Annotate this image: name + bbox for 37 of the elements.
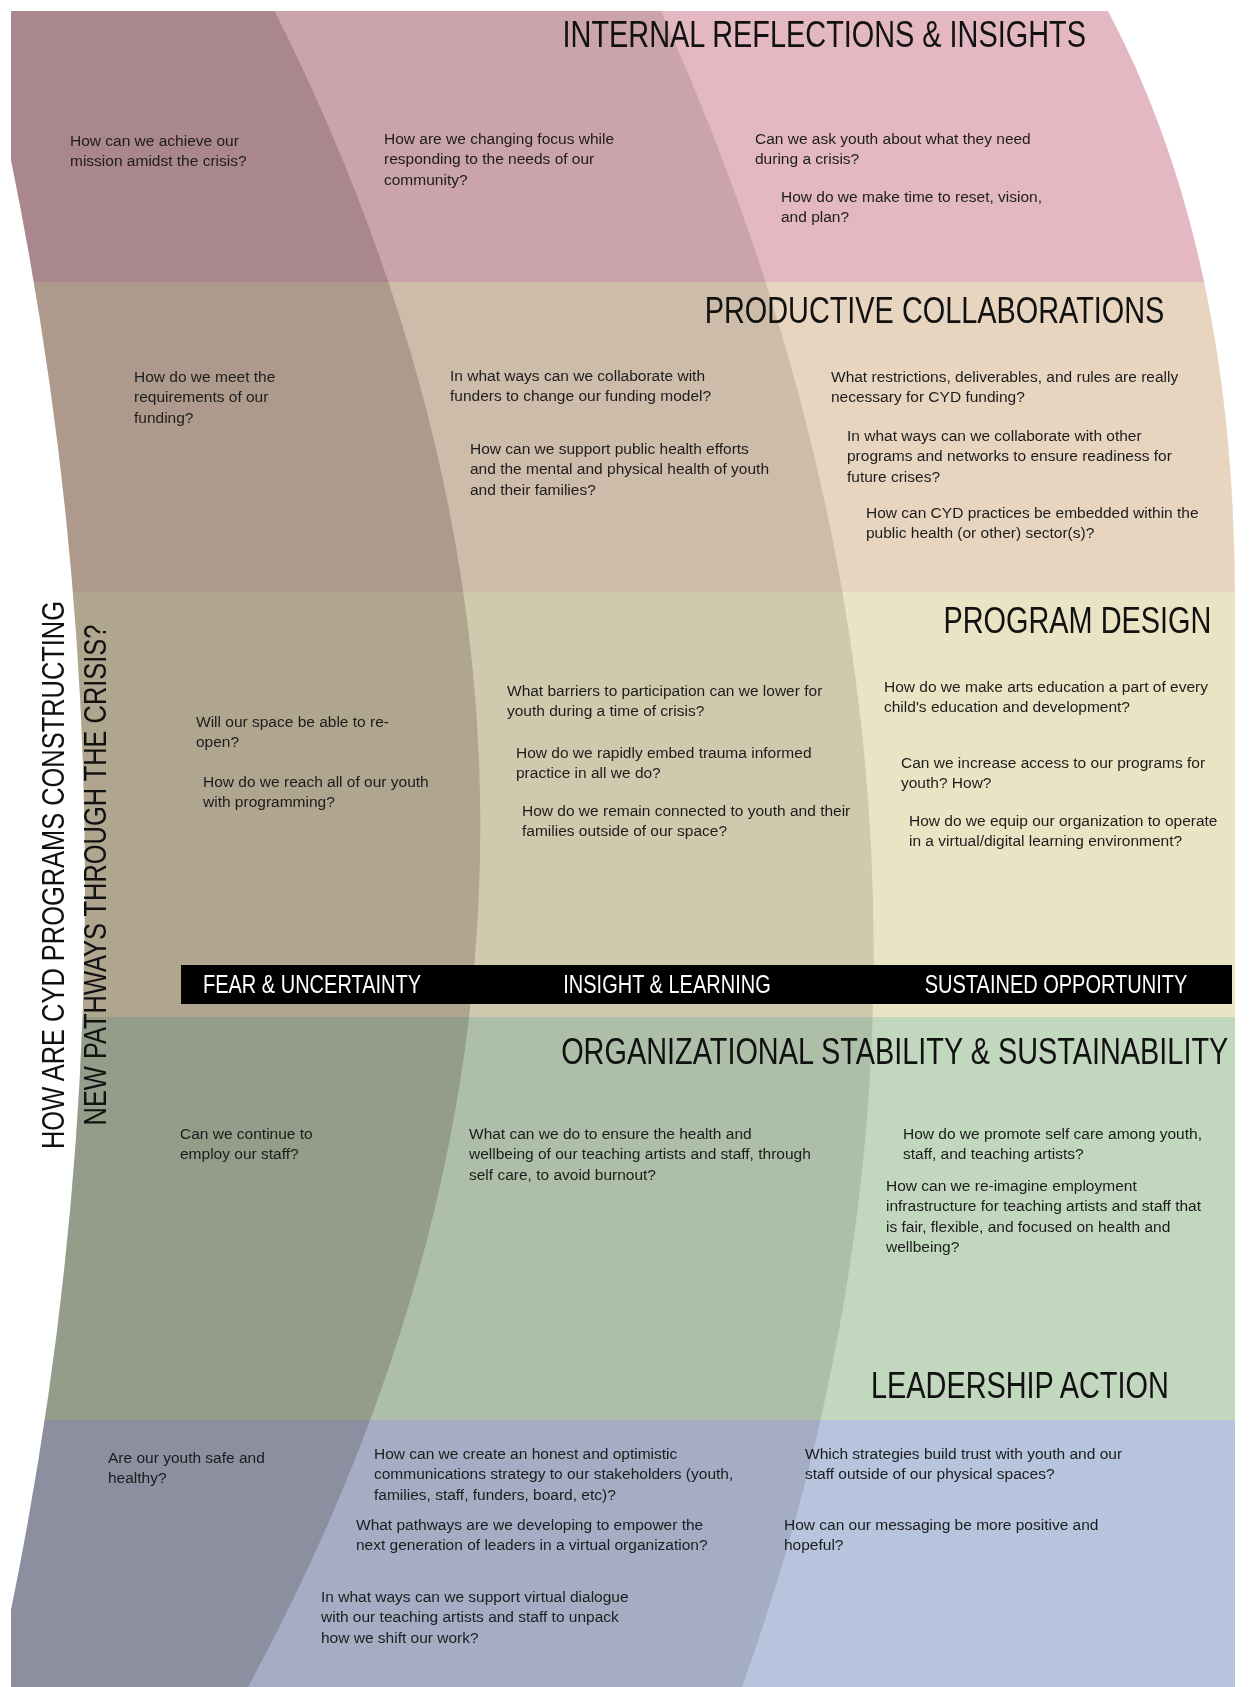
vertical-title: HOW ARE CYD PROGRAMS CONSTRUCTING NEW PATHWAYS THROUGH THE CRISIS? <box>35 600 114 1151</box>
band-heading: PRODUCTIVE COLLABORATIONS <box>704 290 1164 332</box>
band-heading: ORGANIZATIONAL STABILITY & SUSTAINABILITY <box>560 1031 1228 1073</box>
question-text: How do we remain connected to youth and their families outside of our space? <box>522 801 852 842</box>
question-text: How can we create an honest and optimistic communications strategy to our stakeholders (youth, families, staff, funders, board, etc)? <box>374 1444 735 1505</box>
question-text: What can we do to ensure the health and wellbeing of our teaching artists and staff, through self care, to avoid burnout? <box>469 1124 812 1185</box>
question-text: In what ways can we support virtual dialogue with our teaching artists and staff to unpack how we shift our work? <box>321 1587 630 1648</box>
question-text: What restrictions, deliverables, and rules are really necessary for CYD funding? <box>831 367 1180 408</box>
question-text: Will our space be able to re-open? <box>196 712 390 753</box>
question-text: In what ways can we collaborate with other programs and networks to ensure readiness for future crises? <box>847 426 1173 487</box>
band-heading: INTERNAL REFLECTIONS & INSIGHTS <box>562 14 1086 56</box>
column-header: FEAR & UNCERTAINTY <box>202 970 422 999</box>
question-text: How can we re-imagine employment infrastructure for teaching artists and staff that is fair, flexible, and focused on health and wellbeing? <box>886 1176 1203 1258</box>
question-text: How do we reach all of our youth with programming? <box>203 772 430 813</box>
question-text: Can we increase access to our programs for youth? How? <box>901 753 1207 794</box>
question-text: Are our youth safe and healthy? <box>108 1448 266 1489</box>
question-text: In what ways can we collaborate with funders to change our funding model? <box>450 366 713 407</box>
question-text: How can we achieve our mission amidst the crisis? <box>70 131 248 172</box>
question-text: What barriers to participation can we lower for youth during a time of crisis? <box>507 681 824 722</box>
band-heading: PROGRAM DESIGN <box>943 600 1211 642</box>
column-header: INSIGHT & LEARNING <box>563 970 771 999</box>
band-heading: LEADERSHIP ACTION <box>871 1365 1169 1407</box>
question-text: How do we meet the requirements of our funding? <box>134 367 277 428</box>
question-text: How do we make arts education a part of every child's education and development? <box>884 677 1209 718</box>
column-header: SUSTAINED OPPORTUNITY <box>924 970 1188 999</box>
question-text: How do we promote self care among youth, staff, and teaching artists? <box>903 1124 1203 1165</box>
question-text: Which strategies build trust with youth and our staff outside of our physical spaces? <box>805 1444 1124 1485</box>
question-text: How can we support public health efforts and the mental and physical health of youth and their families? <box>470 439 770 500</box>
question-text: How do we equip our organization to operate in a virtual/digital learning environment? <box>909 811 1219 852</box>
question-text: How do we rapidly embed trauma informed practice in all we do? <box>516 743 813 784</box>
question-text: How can CYD practices be embedded within the public health (or other) sector(s)? <box>866 503 1200 544</box>
question-text: How can our messaging be more positive and hopeful? <box>784 1515 1100 1556</box>
question-text: What pathways are we developing to empower the next generation of leaders in a virtual organization? <box>356 1515 709 1556</box>
question-text: Can we ask youth about what they need during a crisis? <box>755 129 1032 170</box>
question-text: How are we changing focus while responding to the needs of our community? <box>384 129 616 190</box>
question-text: How do we make time to reset, vision, and plan? <box>781 187 1044 228</box>
question-text: Can we continue to employ our staff? <box>180 1124 314 1165</box>
